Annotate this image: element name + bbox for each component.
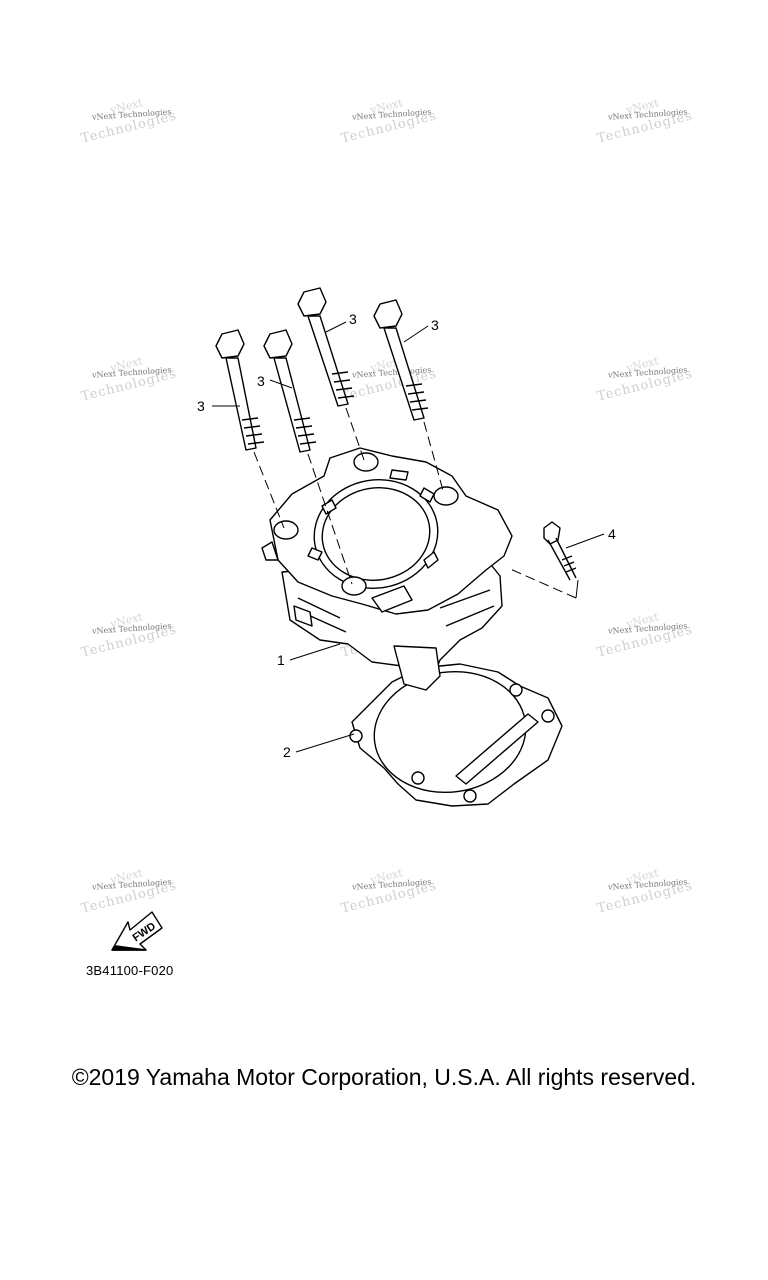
stud-bolt — [297, 287, 355, 407]
diagram-part-code: 3B41100-F020 — [86, 963, 174, 978]
callout-3: 3 — [257, 373, 265, 389]
forward-arrow-icon — [111, 911, 163, 951]
leader-line — [403, 325, 429, 343]
side-bolt — [543, 521, 577, 581]
callout-2: 2 — [283, 744, 291, 760]
assembly-line — [345, 407, 365, 461]
callout-3: 3 — [431, 317, 439, 333]
stud-bolt — [373, 299, 429, 421]
assembly-line — [253, 451, 285, 529]
leader-line — [289, 643, 341, 661]
leader-line — [325, 321, 347, 333]
copyright-notice: ©2019 Yamaha Motor Corporation, U.S.A. A… — [71, 1064, 697, 1090]
callout-3: 3 — [197, 398, 205, 414]
cylinder-block — [261, 447, 513, 691]
leader-line — [269, 379, 293, 389]
stud-bolt — [263, 329, 317, 453]
assembly-line — [423, 421, 445, 495]
assembly-line — [307, 453, 353, 585]
callout-4: 4 — [608, 526, 616, 542]
callout-1: 1 — [277, 652, 285, 668]
assembly-line — [507, 567, 577, 599]
callout-3: 3 — [349, 311, 357, 327]
leader-line — [565, 533, 605, 549]
leader-line — [295, 733, 355, 753]
cylinder-gasket — [349, 663, 563, 807]
stud-bolt — [215, 329, 265, 451]
